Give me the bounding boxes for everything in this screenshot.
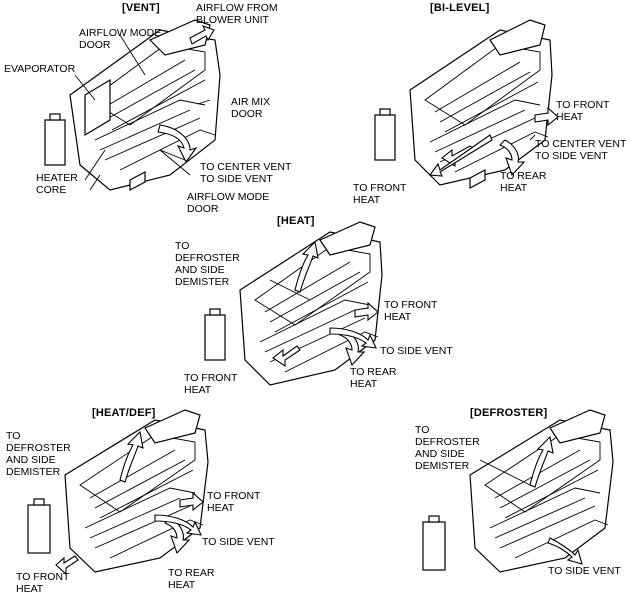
defroster-to-defroster-label: TO DEFROSTER AND SIDE DEMISTER — [415, 424, 480, 472]
heatdef-title: [HEAT/DEF] — [92, 407, 156, 419]
heatdef-to-rear-heat-label: TO REAR HEAT — [168, 567, 215, 591]
heatdef-to-side-vent-label: TO SIDE VENT — [202, 536, 275, 548]
heat-panel: [HEAT] TO DEFROSTER AND SIDE DEMISTER TO… — [170, 210, 470, 400]
defroster-title: [DEFROSTER] — [470, 407, 548, 419]
bilevel-unit-illustration — [374, 19, 559, 189]
heatdef-to-front-heat-left-label: TO FRONT HEAT — [16, 571, 70, 595]
defroster-panel: [DEFROSTER] TO DEFROSTER AND SIDE DEMIST… — [330, 400, 634, 598]
bilevel-to-front-heat-right-label: TO FRONT HEAT — [556, 99, 610, 123]
heat-unit-illustration — [204, 221, 383, 386]
defroster-to-side-vent-label: TO SIDE VENT — [548, 565, 621, 577]
vent-airflow-from-blower-label: AIRFLOW FROM BLOWER UNIT — [196, 2, 278, 26]
vent-unit-illustration — [44, 19, 221, 191]
vent-airflow-mode-door-bottom-label: AIRFLOW MODE DOOR — [187, 191, 270, 215]
vent-air-mix-door-label: AIR MIX DOOR — [231, 96, 271, 120]
bilevel-panel: [BI-LEVEL] TO FRONT HEAT TO CENTER VENT … — [330, 0, 634, 215]
heat-title: [HEAT] — [277, 215, 315, 227]
vent-airflow-mode-door-top-label: AIRFLOW MODE DOOR — [79, 27, 162, 51]
bilevel-to-front-heat-left-label: TO FRONT HEAT — [353, 182, 407, 206]
heatdef-panel: [HEAT/DEF] TO DEFROSTER AND SIDE DEMISTE… — [0, 400, 300, 598]
vent-title: [VENT] — [122, 2, 160, 14]
heatdef-to-front-heat-right-label: TO FRONT HEAT — [207, 490, 261, 514]
heatdef-unit-illustration — [27, 409, 209, 576]
heat-to-front-heat-left-label: TO FRONT HEAT — [184, 372, 238, 396]
heat-to-front-heat-right-label: TO FRONT HEAT — [384, 299, 438, 323]
heat-to-side-vent-label: TO SIDE VENT — [380, 345, 453, 357]
heat-to-defroster-label: TO DEFROSTER AND SIDE DEMISTER — [175, 240, 240, 288]
vent-panel: [VENT] AIRFLOW FROM BLOWER UNIT AIRFLOW … — [0, 0, 300, 215]
defroster-unit-illustration — [422, 409, 614, 573]
bilevel-title: [BI-LEVEL] — [430, 2, 490, 14]
heatdef-to-defroster-label: TO DEFROSTER AND SIDE DEMISTER — [6, 430, 71, 478]
bilevel-to-center-side-vent-label: TO CENTER VENT TO SIDE VENT — [535, 138, 627, 162]
vent-to-center-side-vent-label: TO CENTER VENT TO SIDE VENT — [200, 161, 292, 185]
bilevel-to-rear-heat-label: TO REAR HEAT — [500, 170, 547, 194]
vent-heater-core-label: HEATER CORE — [36, 172, 78, 196]
heat-to-rear-heat-label: TO REAR HEAT — [350, 366, 397, 390]
vent-evaporator-label: EVAPORATOR — [4, 63, 76, 75]
